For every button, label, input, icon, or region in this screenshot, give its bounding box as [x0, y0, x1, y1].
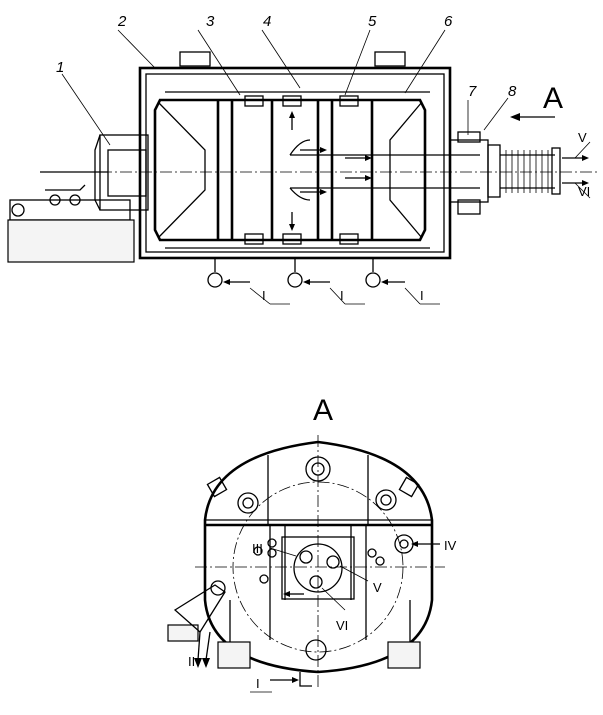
end-view-a: A: [167, 394, 457, 693]
left-bracket: [206, 476, 228, 498]
right-cone: [389, 101, 423, 239]
label-VI-top: VI: [578, 184, 590, 199]
label-7: 7: [468, 83, 477, 100]
label-I-1: I: [262, 288, 266, 303]
label-III: III: [252, 541, 263, 556]
flow-arrows: [289, 111, 372, 231]
left-cone: [157, 101, 206, 239]
drive-foot: [167, 624, 199, 642]
drive-arm: [173, 584, 226, 633]
label-2: 2: [117, 13, 127, 30]
bottom-inlet: [299, 672, 312, 687]
internal-ribs: [216, 100, 374, 240]
rotary-joint: [449, 131, 561, 215]
rotary-joint-circle: [293, 543, 343, 593]
top-lug: [305, 456, 331, 482]
label-I-3: I: [420, 288, 424, 303]
label-4: 4: [263, 13, 271, 30]
view-a-arrow: [510, 113, 555, 121]
drum-shell: [153, 98, 427, 242]
label-5: 5: [368, 13, 377, 30]
view-a-title: A: [313, 394, 333, 427]
label-3: 3: [206, 13, 215, 30]
arrow-ii-shaft: [197, 631, 201, 661]
view-a-label: A: [543, 82, 563, 115]
end-housing: [203, 440, 434, 674]
label-V-top: V: [578, 130, 587, 145]
label-I-bottom: I: [256, 676, 260, 691]
shaft-body: [290, 154, 480, 189]
drum-circle: [232, 481, 404, 653]
leader-lines: [61, 29, 509, 146]
label-8: 8: [508, 83, 517, 100]
label-V: V: [373, 580, 382, 595]
outlet-arrows: [562, 141, 591, 199]
left-lug: [237, 492, 259, 514]
bottom-port: [305, 639, 327, 661]
bellows: [505, 150, 549, 193]
label-VI: VI: [336, 618, 348, 633]
top-lug-right: [374, 51, 406, 67]
drive-assembly: [7, 134, 149, 263]
foot-left: [217, 641, 251, 669]
label-II: II: [188, 654, 195, 669]
port-iv: [394, 534, 414, 554]
label-IV: IV: [444, 538, 457, 553]
paddle-blocks: [244, 95, 359, 245]
label-6: 6: [444, 13, 453, 30]
label-1: 1: [56, 59, 64, 76]
right-lug: [375, 489, 397, 511]
steam-inlets: [207, 258, 440, 305]
label-I-2: I: [340, 288, 344, 303]
foot-right: [387, 641, 421, 669]
right-bracket: [398, 476, 420, 498]
side-section-view: 1 2 3 4 5 6 7 8 A V VI I I I: [7, 13, 600, 305]
joint-plate: [281, 536, 355, 600]
top-lug-left: [179, 51, 211, 67]
